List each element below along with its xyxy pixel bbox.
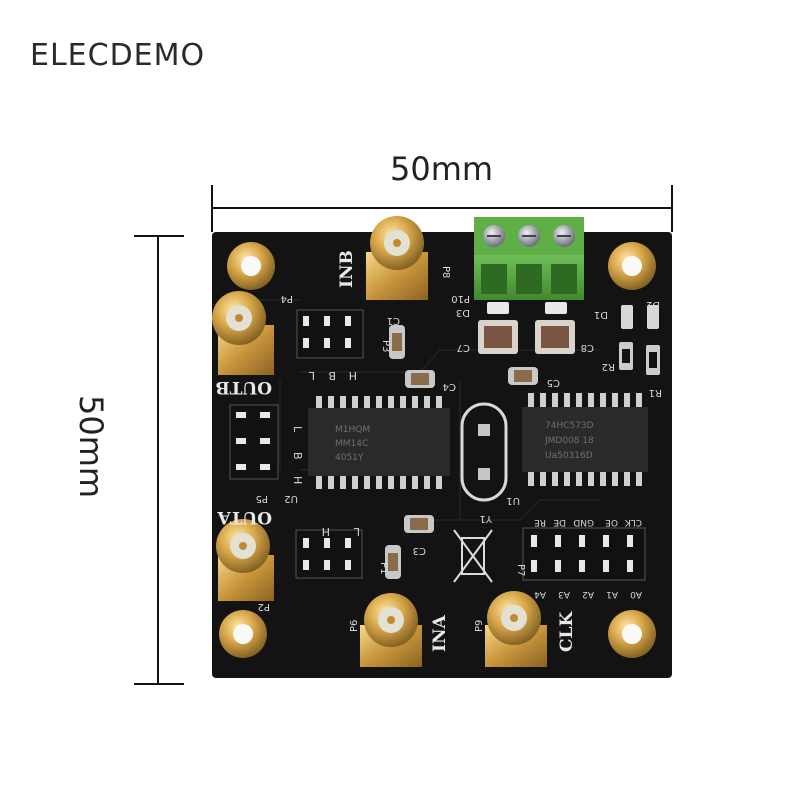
width-dimension-label: 50mm bbox=[390, 150, 494, 188]
label-ina: INA bbox=[430, 615, 450, 652]
capacitor-c8 bbox=[535, 320, 575, 354]
label-c7: C7 bbox=[457, 342, 470, 353]
label-addr-a1: A1 bbox=[606, 589, 618, 599]
smd-c4 bbox=[405, 370, 435, 388]
label-p1: P1 bbox=[378, 562, 389, 574]
mounting-hole-br bbox=[608, 610, 656, 658]
label-outb: OUTB bbox=[215, 377, 272, 397]
label-p1-h: H bbox=[322, 525, 330, 538]
label-c8: C8 bbox=[581, 342, 594, 353]
label-ctrl-de: DE bbox=[553, 517, 566, 527]
label-c4: C4 bbox=[443, 381, 456, 392]
label-p7: P7 bbox=[515, 564, 526, 576]
label-d2: D2 bbox=[646, 299, 660, 310]
u1-chip-text-1: 74HC573D bbox=[545, 421, 594, 431]
sma-connector-clk bbox=[485, 591, 547, 667]
pin-header-p7 bbox=[522, 527, 646, 581]
label-p9: P9 bbox=[474, 620, 485, 632]
label-p4-h: H bbox=[349, 369, 357, 382]
u2-chip-text-1: M1HQM bbox=[335, 425, 370, 435]
label-addr-a0: A0 bbox=[630, 589, 642, 599]
label-inb: INB bbox=[337, 250, 357, 288]
label-ctrl-gnd: GND bbox=[573, 517, 594, 527]
smd-c3 bbox=[404, 515, 434, 533]
crystal-y1 bbox=[460, 402, 508, 502]
sma-connector-outa bbox=[216, 519, 274, 601]
u2-chip-text-3: 4051Y bbox=[335, 453, 364, 463]
label-p8: P8 bbox=[440, 266, 451, 278]
label-r1: R1 bbox=[649, 387, 662, 398]
u2-chip-text-2: MM14C bbox=[335, 439, 368, 449]
u1-chip-text-2: JMD008 18 bbox=[544, 436, 594, 446]
smd-c1 bbox=[389, 325, 405, 359]
smd-d1 bbox=[545, 302, 567, 314]
smd-r1 bbox=[646, 345, 660, 375]
label-clk: CLK bbox=[557, 611, 577, 652]
height-dimension-line bbox=[134, 235, 184, 685]
smd-r2 bbox=[619, 342, 633, 370]
label-p1-l: L bbox=[353, 525, 360, 538]
label-c5: C5 bbox=[547, 377, 560, 388]
label-y1: Y1 bbox=[480, 513, 493, 524]
label-u2: U2 bbox=[284, 493, 298, 504]
label-d1: D1 bbox=[594, 309, 608, 320]
label-ctrl-re: RE bbox=[534, 517, 546, 527]
label-p2: P2 bbox=[258, 601, 270, 612]
pin-header-p4 bbox=[296, 309, 364, 359]
label-p5-b: B bbox=[291, 452, 304, 460]
smd-d3 bbox=[487, 302, 509, 314]
label-p5-h: H bbox=[291, 476, 304, 484]
smd-c5 bbox=[508, 367, 538, 385]
label-outa: OUTA bbox=[217, 507, 272, 527]
label-p4-l: L bbox=[308, 369, 315, 382]
label-p4-b: B bbox=[328, 369, 336, 382]
capacitor-c7 bbox=[478, 320, 518, 354]
label-p6: P6 bbox=[349, 620, 360, 632]
label-p10: P10 bbox=[451, 293, 470, 304]
label-addr-a4: A4 bbox=[534, 589, 546, 599]
u1-chip-text-3: Ua50316D bbox=[545, 451, 593, 461]
mounting-hole-tr bbox=[608, 242, 656, 290]
weee-bin-symbol bbox=[453, 529, 493, 583]
label-ctrl-oe: OE bbox=[605, 517, 618, 527]
label-d3: D3 bbox=[456, 307, 470, 318]
label-r2: R2 bbox=[602, 361, 615, 372]
label-c3: C3 bbox=[413, 545, 426, 556]
sma-connector-inb bbox=[366, 216, 428, 300]
label-p3: P3 bbox=[380, 340, 391, 352]
width-dimension-line bbox=[211, 185, 673, 232]
pin-header-p1 bbox=[295, 529, 363, 579]
mounting-hole-tl bbox=[227, 242, 275, 290]
pin-header-p5 bbox=[229, 404, 279, 480]
label-u1: U1 bbox=[506, 495, 520, 506]
screw-terminal-block bbox=[474, 217, 584, 300]
sma-connector-ina bbox=[360, 593, 422, 667]
sma-connector-outb bbox=[212, 291, 274, 375]
label-p4: P4 bbox=[281, 293, 293, 304]
smd-c2 bbox=[385, 545, 401, 579]
brand-title: ELECDEMO bbox=[30, 38, 206, 73]
mounting-hole-bl bbox=[219, 610, 267, 658]
label-ctrl-clk: CLK bbox=[624, 517, 642, 527]
label-p5-l: L bbox=[291, 426, 304, 433]
label-addr-a2: A2 bbox=[582, 589, 594, 599]
label-c1: C1 bbox=[387, 315, 400, 326]
label-p5: P5 bbox=[256, 493, 268, 504]
led-d4 bbox=[621, 305, 633, 329]
led-d2 bbox=[647, 305, 659, 329]
ic-u2: M1HQM MM14C 4051Y bbox=[308, 396, 450, 489]
label-addr-a3: A3 bbox=[558, 589, 570, 599]
ic-u1: 74HC573D JMD008 18 Ua50316D bbox=[522, 393, 648, 486]
